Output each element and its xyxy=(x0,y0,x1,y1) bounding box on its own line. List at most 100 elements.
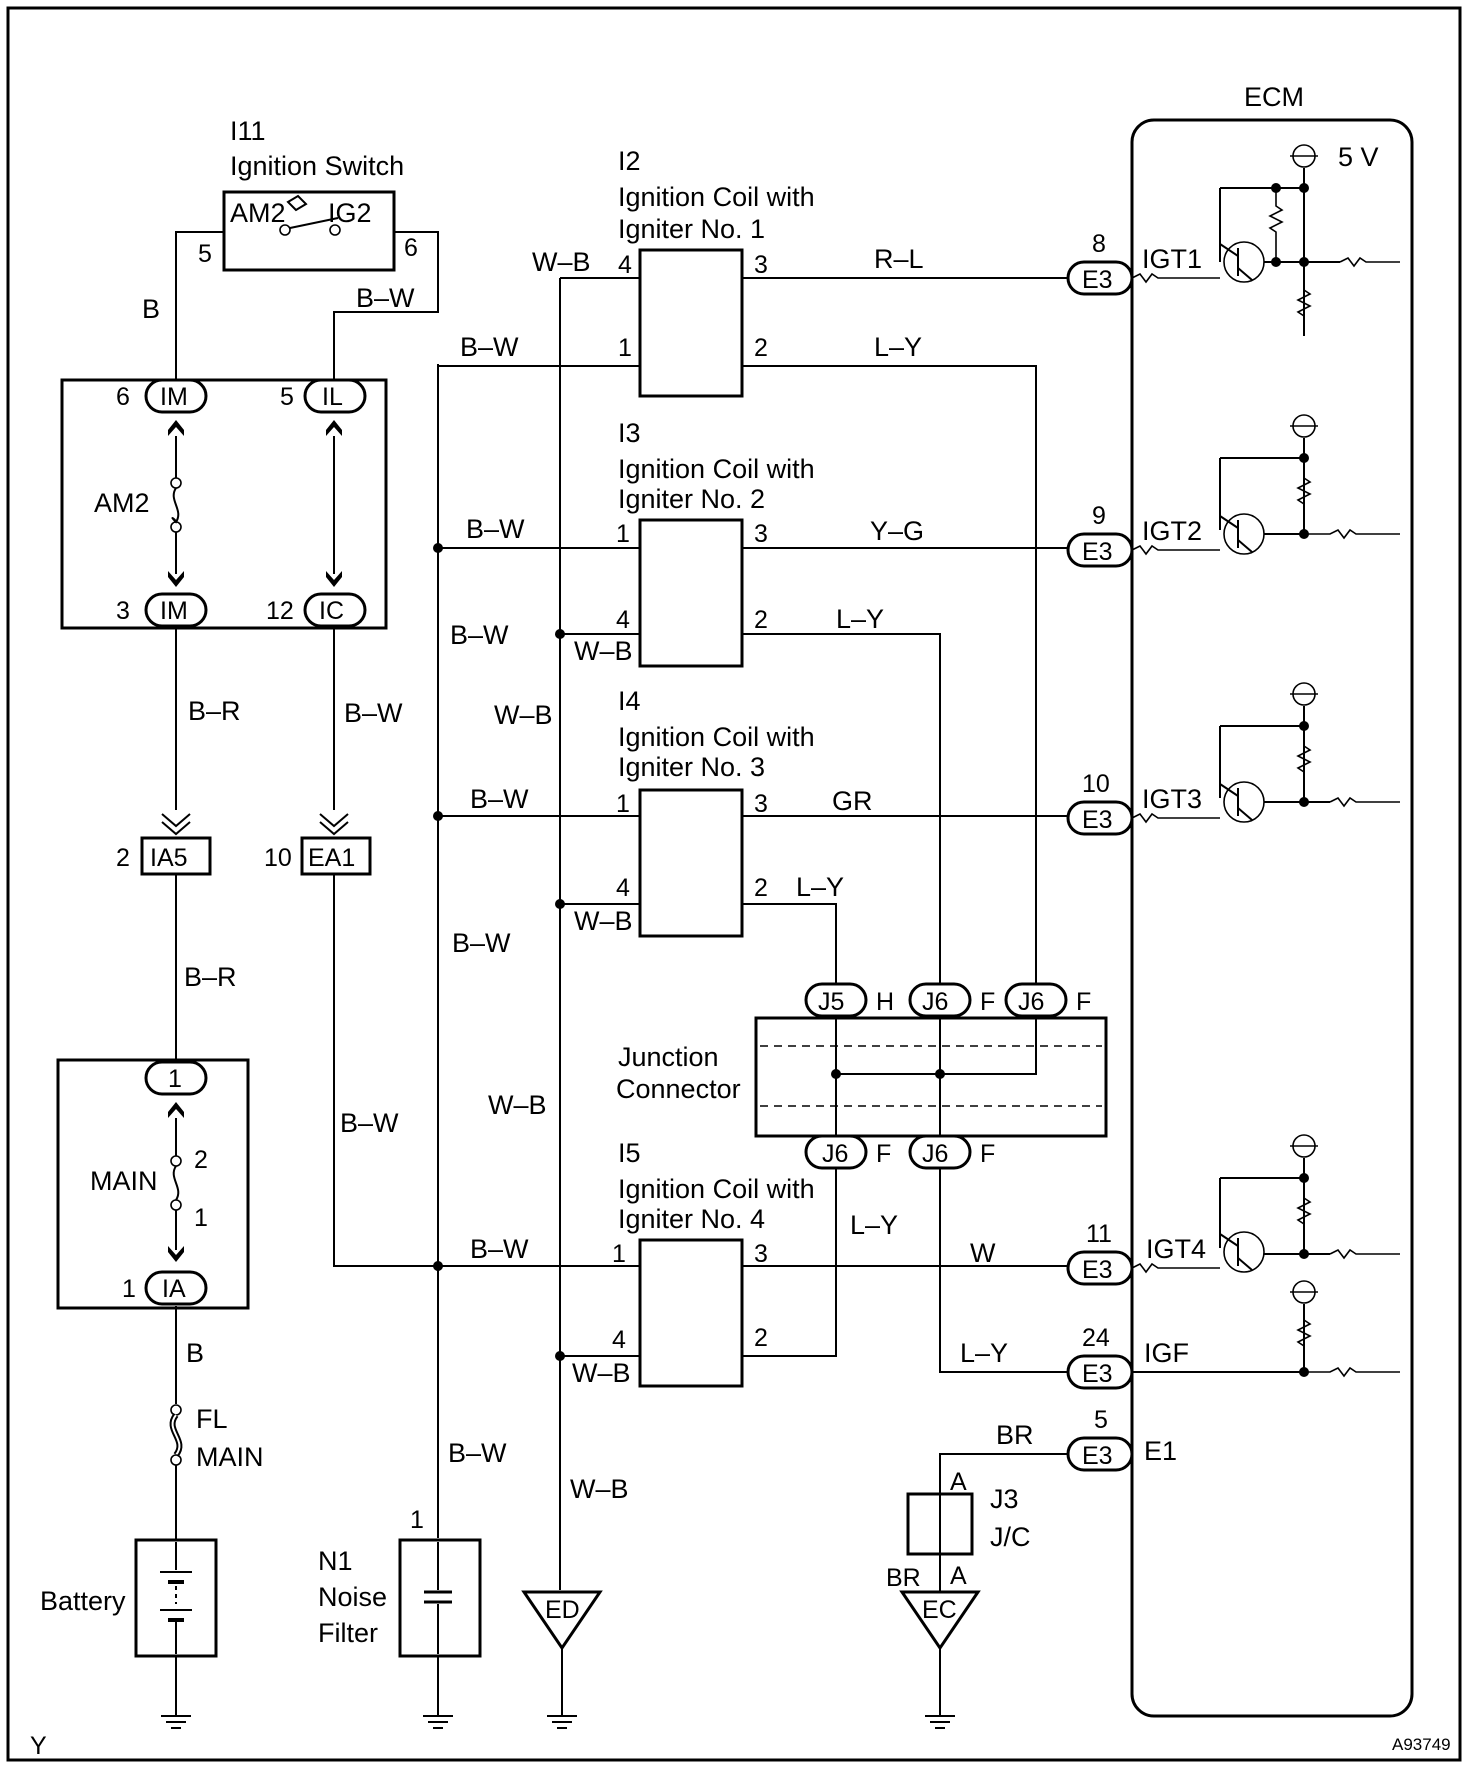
wire-label-wb-bus-2: W–B xyxy=(488,1090,547,1120)
ecm-pin-11: 11 xyxy=(1086,1220,1112,1248)
ea1-pin: 10 xyxy=(264,844,292,872)
coil-i4-pin-4: 4 xyxy=(616,874,630,902)
igf-input-circuit xyxy=(1132,1280,1400,1378)
junction-j5-top: J5 xyxy=(818,988,844,1016)
e3-label-9: E3 xyxy=(1082,538,1113,566)
ignition-switch: I11 Ignition Switch AM2 IG2 5 6 xyxy=(198,116,418,272)
main-fuse-pin-2: 2 xyxy=(194,1146,208,1174)
ic-pin: 12 xyxy=(266,597,294,625)
ecm-pin-10: 10 xyxy=(1082,770,1110,798)
fl-main-fusible-link: FL MAIN xyxy=(169,1404,264,1472)
e3-label-5: E3 xyxy=(1082,1442,1113,1470)
im-top-pin: 6 xyxy=(116,383,130,411)
wire-label-wb-i5: W–B xyxy=(572,1358,631,1388)
wire-label-bw-ea1: B–W xyxy=(340,1108,399,1138)
igt4-driver-circuit xyxy=(1131,1134,1400,1274)
wire-label-bw-bus-3: B–W xyxy=(448,1438,507,1468)
junction-f-top-1: F xyxy=(980,988,995,1016)
coil-i2-pin-2: 2 xyxy=(754,334,768,362)
ecm-pin-8: 8 xyxy=(1092,230,1106,258)
jc-a-bot: A xyxy=(950,1562,967,1590)
ecm-5v: 5 V xyxy=(1338,142,1379,172)
ia5-label: IA5 xyxy=(150,844,188,872)
wire-label-bw-bus-2: B–W xyxy=(452,928,511,958)
coil-i5-id: I5 xyxy=(618,1138,641,1168)
coil-i5-pin-2: 2 xyxy=(754,1324,768,1352)
coil-i3: I3 Ignition Coil with Igniter No. 2 1 4 … xyxy=(616,418,815,668)
wire-label-bw-i5: B–W xyxy=(470,1234,529,1264)
am2-fuse-label: AM2 xyxy=(94,488,150,518)
footer-left: Y xyxy=(30,1732,47,1760)
ed-ground: ED xyxy=(521,1590,603,1651)
main-fuse-icon xyxy=(172,1165,180,1201)
coil-i3-pin-3: 3 xyxy=(754,520,768,548)
wire-label-b-lower: B xyxy=(186,1338,204,1368)
switch-pin-5: 5 xyxy=(198,240,212,268)
coil-i5-pin-4: 4 xyxy=(612,1326,626,1354)
coil-i5-l2: Igniter No. 4 xyxy=(618,1204,765,1234)
ecm-sig-igt4: IGT4 xyxy=(1146,1234,1206,1264)
e3-label-24: E3 xyxy=(1082,1360,1113,1388)
wire-label-wb-i2: W–B xyxy=(532,247,591,277)
ea1-connector: EA1 10 xyxy=(264,813,372,876)
wire-label-bw-upper: B–W xyxy=(344,698,403,728)
battery-label: Battery xyxy=(40,1586,126,1616)
ecm: ECM xyxy=(1130,82,1414,1718)
junction-j6-top-1: J6 xyxy=(922,988,948,1016)
coil-i2-id: I2 xyxy=(618,146,641,176)
main-fuse-block: 1 MAIN 2 1 IA 1 xyxy=(56,1058,250,1310)
coil-i3-id: I3 xyxy=(618,418,641,448)
coil-i4-l2: Igniter No. 3 xyxy=(618,752,765,782)
wire-label-b-top: B xyxy=(142,294,160,324)
noise-filter-id: N1 xyxy=(318,1546,353,1576)
coil-i5-pin-1: 1 xyxy=(612,1240,626,1268)
battery-ground-icon xyxy=(160,1693,192,1729)
transistor-igt4-icon xyxy=(1223,1231,1265,1273)
coil-i2-l1: Ignition Coil with xyxy=(618,182,815,212)
igt3-driver-circuit xyxy=(1131,682,1400,824)
coil-i4: I4 Ignition Coil with Igniter No. 3 1 4 … xyxy=(616,686,815,938)
ec-label: EC xyxy=(922,1596,957,1624)
wire-label-ly-igf: L–Y xyxy=(960,1338,1008,1368)
coil-i3-pin-1: 1 xyxy=(616,520,630,548)
coil-i4-pin-2: 2 xyxy=(754,874,768,902)
im-top-label: IM xyxy=(160,383,188,411)
j3-jc: A J3 J/C BR A xyxy=(886,1468,1031,1592)
e3-connector-11: E3 11 IGT4 xyxy=(1066,1220,1206,1286)
wire-label-w: W xyxy=(970,1238,996,1268)
wire-label-bw-i2: B–W xyxy=(460,332,519,362)
coil-i3-pin-4: 4 xyxy=(616,606,630,634)
wire-label-bw-bus-1: B–W xyxy=(450,620,509,650)
junction-f-bot-1: F xyxy=(876,1140,891,1168)
noise-filter-ground-icon xyxy=(422,1693,454,1729)
switch-contact-icon xyxy=(286,194,308,212)
junction-h: H xyxy=(876,988,894,1016)
junction-j6-top-2: J6 xyxy=(1018,988,1044,1016)
im-bot-label: IM xyxy=(160,597,188,625)
junction-l2: Connector xyxy=(616,1074,741,1104)
ecm-pin-24: 24 xyxy=(1082,1324,1110,1352)
ecm-pin-5: 5 xyxy=(1094,1406,1108,1434)
jc-id: J3 xyxy=(990,1484,1019,1514)
junction-f-bot-2: F xyxy=(980,1140,995,1168)
wire-label-yg: Y–G xyxy=(870,516,924,546)
jc-name: J/C xyxy=(990,1522,1031,1552)
e3-connector-5: E3 5 E1 xyxy=(1066,1406,1177,1472)
wire-label-ly-i2: L–Y xyxy=(874,332,922,362)
e3-label-8: E3 xyxy=(1082,266,1113,294)
coil-i5-pin-3: 3 xyxy=(754,1240,768,1268)
coil-i2-pin-1: 1 xyxy=(618,334,632,362)
ia-label: IA xyxy=(162,1275,186,1303)
e3-connector-24: E3 24 IGF xyxy=(1066,1324,1189,1390)
wire-label-br-ec: BR xyxy=(886,1564,921,1592)
coil-i2-l2: Igniter No. 1 xyxy=(618,214,765,244)
switch-ig2-label: IG2 xyxy=(328,198,372,228)
coil-i4-pin-3: 3 xyxy=(754,790,768,818)
wire-label-gr: GR xyxy=(832,786,873,816)
switch-pin-6: 6 xyxy=(404,234,418,262)
e3-connector-10: E3 10 IGT3 xyxy=(1066,770,1202,836)
coil-i2-pin-4: 4 xyxy=(618,251,632,279)
ignition-switch-name: Ignition Switch xyxy=(230,151,404,181)
ecm-sig-igf: IGF xyxy=(1144,1338,1189,1368)
